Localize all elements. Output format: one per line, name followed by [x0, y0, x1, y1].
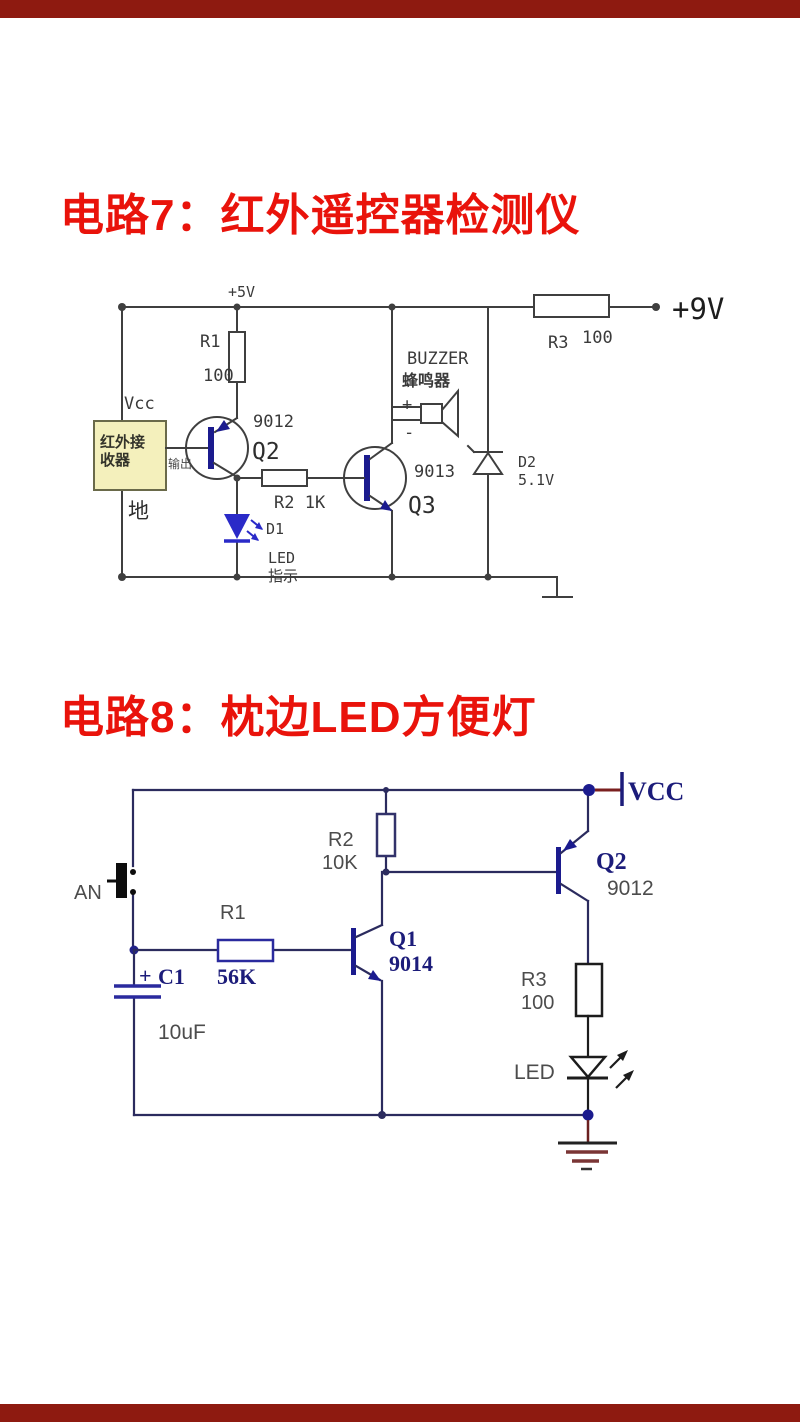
resistor-r1	[228, 331, 246, 383]
label-d1-led: LED	[268, 549, 295, 567]
led-diode-icon	[568, 1055, 608, 1079]
label-plus9v: +9V	[672, 292, 724, 326]
resistor-r2	[375, 812, 397, 858]
label-r1-name: R1	[200, 332, 220, 352]
button-contact-dot	[130, 889, 136, 895]
label-q3-type: 9013	[414, 462, 455, 482]
zener-diode-d2-icon	[472, 451, 504, 475]
label-plus5v: +5V	[228, 283, 255, 301]
label-q2-name: Q2	[252, 439, 280, 465]
junction-dot	[388, 303, 396, 311]
ir-receiver-label-line1: 红外接	[100, 433, 145, 451]
label-r2: R2 1K	[274, 493, 326, 513]
label-r1-value: 100	[203, 366, 234, 386]
circuit7-schematic: 红外接 收器	[93, 283, 724, 598]
label-buzzer-minus: -	[404, 423, 414, 443]
led-d1-emission-arrow-2	[251, 533, 259, 541]
junction-dot	[388, 573, 396, 581]
led-emission-lines	[609, 1056, 628, 1089]
junction-dot	[233, 303, 241, 311]
label-ground: 地	[128, 500, 149, 523]
top-maroon-bar	[0, 0, 800, 18]
junction-dot	[118, 573, 126, 581]
junction-dot	[233, 573, 241, 581]
label-q2-type: 9012	[253, 412, 294, 432]
label-q1-name: Q1	[389, 926, 417, 951]
circuit8-schematic: VCC AN R2 10K R1 56K + C1 10uF Q1 9014 Q…	[74, 772, 684, 1171]
resistor-r2	[261, 469, 308, 487]
push-button-an-icon	[116, 863, 127, 898]
pnp-transistor-q2	[185, 416, 249, 480]
q2-emitter-collector	[559, 788, 590, 966]
q3-base-bar	[364, 455, 370, 501]
q1-emitter-collector	[354, 870, 384, 1117]
bottom-maroon-bar	[0, 1404, 800, 1422]
led-emission-arrow-2	[623, 1070, 634, 1081]
buzzer-cone-icon	[441, 388, 459, 439]
junction-dot	[382, 868, 390, 876]
ir-receiver-box	[93, 420, 167, 491]
q3-npn-arrow-icon	[380, 500, 392, 511]
buzzer-body	[420, 403, 443, 424]
label-output: 输出	[168, 456, 192, 471]
circuit8-title: 电路8：枕边LED方便灯	[60, 693, 537, 742]
label-q2-name: Q2	[596, 849, 627, 875]
led-emission-arrow-1	[617, 1050, 628, 1061]
label-c1-value: 10uF	[158, 1021, 206, 1044]
junction-dot	[378, 1111, 386, 1119]
label-r3-value: 100	[521, 992, 554, 1014]
label-d2-name: D2	[518, 453, 536, 471]
plus9v-terminal-dot	[652, 303, 660, 311]
junction-dot	[484, 573, 492, 581]
q2-base-bar	[208, 427, 214, 469]
c7-bottom-rail-and-ground	[121, 576, 573, 598]
label-led: LED	[514, 1061, 555, 1084]
label-vcc: VCC	[628, 777, 684, 806]
q1-npn-arrow-icon	[368, 970, 381, 981]
label-d2-value: 5.1V	[518, 471, 554, 489]
button-contact-dot	[130, 869, 136, 875]
label-an: AN	[74, 882, 102, 904]
label-r3-value: 100	[582, 328, 613, 348]
vcc-node-dot	[583, 784, 595, 796]
label-r2-value: 10K	[322, 852, 358, 874]
q2-pnp-arrow-icon	[216, 420, 230, 432]
label-buzzer-zh: 蜂鸣器	[402, 371, 451, 390]
c8-r2-wires	[384, 788, 558, 874]
junction-dot	[118, 303, 126, 311]
resistor-r1	[216, 938, 275, 963]
c7-zener-branch	[466, 306, 503, 578]
resistor-r3	[533, 294, 610, 318]
circuit7-title: 电路7：红外遥控器检测仪	[60, 191, 581, 240]
label-q3-name: Q3	[408, 493, 436, 519]
label-r1-value: 56K	[217, 964, 256, 989]
capacitor-c1-icon	[114, 984, 161, 999]
c7-buzzer-branch	[391, 306, 422, 444]
q2-pnp-arrow-icon	[563, 839, 577, 851]
label-d1-indicator: 指示	[268, 568, 298, 585]
label-c1-plus: +	[139, 963, 152, 988]
label-r1-name: R1	[220, 902, 246, 924]
label-c1-name: C1	[158, 964, 185, 989]
led-d1-icon	[224, 514, 250, 539]
label-q1-type: 9014	[389, 951, 433, 976]
label-r3-name: R3	[521, 969, 547, 991]
label-r2-name: R2	[328, 829, 354, 851]
label-buzzer-en: BUZZER	[407, 349, 469, 369]
q2-base-bar	[556, 847, 561, 894]
label-buzzer-plus: +	[402, 395, 412, 415]
resistor-r3	[574, 962, 604, 1018]
led-d1-emission-arrow-1	[255, 522, 263, 530]
label-d1-name: D1	[266, 520, 284, 538]
ground-node-dot	[582, 1109, 594, 1121]
label-vcc: Vcc	[124, 394, 155, 414]
q1-base-bar	[351, 928, 356, 975]
npn-transistor-q3	[343, 446, 407, 510]
label-q2-type: 9012	[607, 877, 654, 900]
ir-receiver-label-line2: 收器	[100, 451, 131, 469]
label-r3-name: R3	[548, 333, 568, 353]
